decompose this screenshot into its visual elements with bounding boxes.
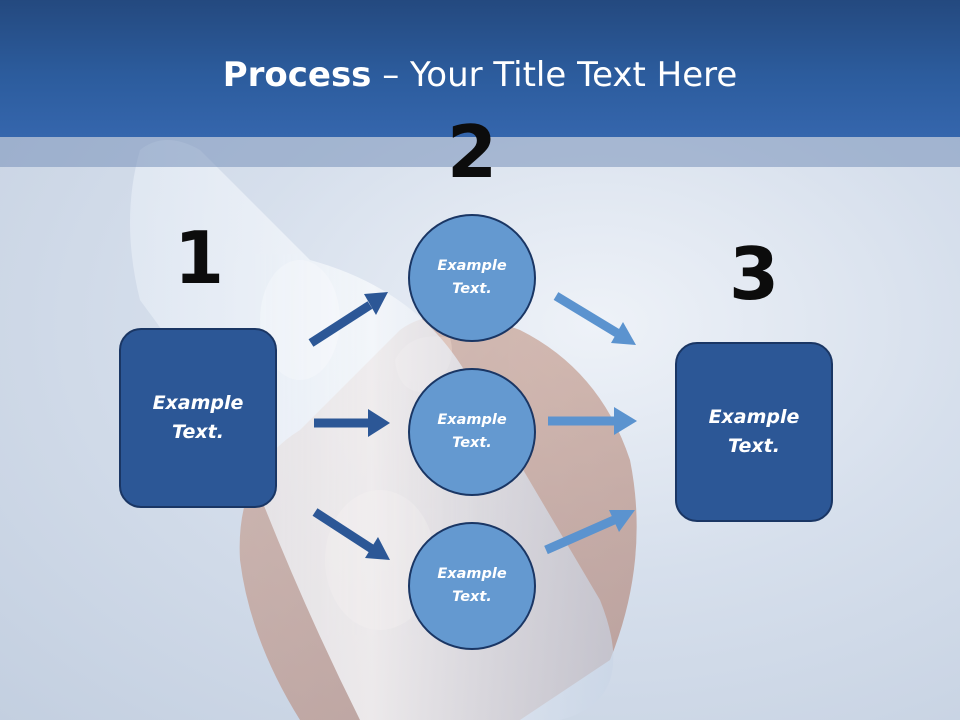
- circle-middle: Example Text.: [408, 368, 536, 496]
- arrow-left-to-top: [308, 292, 388, 347]
- arrow-middle-to-right: [548, 407, 637, 435]
- left-box: Example Text.: [119, 328, 277, 508]
- circle-bottom-text: Example Text.: [437, 566, 507, 605]
- left-box-text: Example Text.: [152, 392, 244, 443]
- title-bar: [0, 0, 960, 137]
- arrow-left-to-bottom: [312, 508, 390, 560]
- circle-middle-text: Example Text.: [437, 412, 507, 451]
- title-bold-text: Process: [222, 55, 372, 95]
- right-box: Example Text.: [675, 342, 833, 522]
- arrow-left-to-middle: [314, 409, 390, 437]
- circle-top-text: Example Text.: [437, 258, 507, 297]
- arrow-bottom-to-right: [544, 510, 635, 555]
- title-strip: [0, 137, 960, 167]
- slide-title: Process – Your Title Text Here: [0, 52, 960, 98]
- right-box-text: Example Text.: [708, 406, 800, 457]
- circle-top: Example Text.: [408, 214, 536, 342]
- step-number-3: 3: [728, 232, 780, 316]
- step-number-1: 1: [173, 216, 225, 300]
- arrow-top-to-right: [553, 292, 636, 345]
- step-number-2: 2: [446, 110, 498, 194]
- circle-bottom: Example Text.: [408, 522, 536, 650]
- title-rest-text: – Your Title Text Here: [371, 55, 738, 95]
